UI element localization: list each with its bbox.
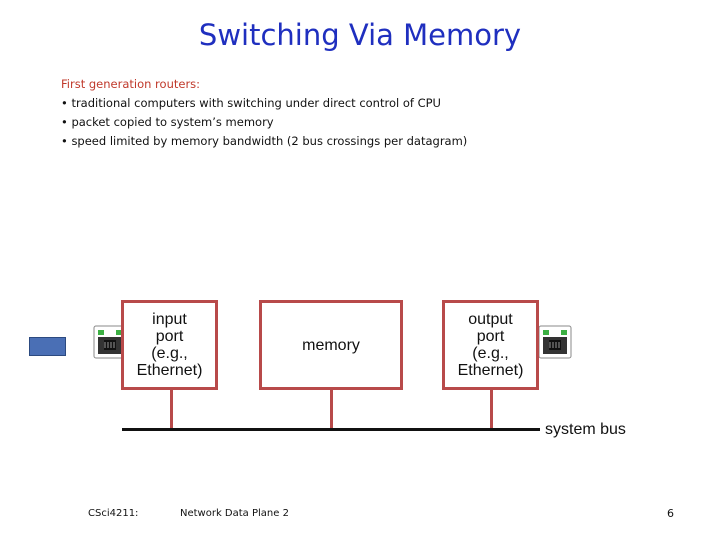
page-number: 6 <box>667 507 674 520</box>
ethernet-port-icon <box>538 325 572 359</box>
memory-label: memory <box>302 336 360 354</box>
bullet-item: • speed limited by memory bandwidth (2 b… <box>61 134 468 148</box>
bullet-list: First generation routers: • traditional … <box>61 75 701 151</box>
output-bus-connector <box>490 390 493 429</box>
ethernet-port-icon <box>93 325 127 359</box>
input-bus-connector <box>170 390 173 429</box>
system-bus-label: system bus <box>545 421 626 438</box>
output-port-label: output port (e.g., Ethernet) <box>457 311 524 379</box>
input-port-box: input port (e.g., Ethernet) <box>121 300 218 390</box>
bullet-item: • packet copied to system’s memory <box>61 115 274 129</box>
footer-course: CSci4211: <box>88 508 139 519</box>
input-port-label: input port (e.g., Ethernet) <box>136 311 203 379</box>
bullet-item: • traditional computers with switching u… <box>61 96 441 110</box>
system-bus-line <box>122 428 540 431</box>
memory-bus-connector <box>330 390 333 429</box>
output-port-box: output port (e.g., Ethernet) <box>442 300 539 390</box>
bullet-heading: First generation routers: <box>61 77 201 91</box>
footer-topic: Network Data Plane 2 <box>180 508 289 519</box>
incoming-packet <box>29 337 66 356</box>
memory-box: memory <box>259 300 403 390</box>
slide-title: Switching Via Memory <box>198 18 522 52</box>
